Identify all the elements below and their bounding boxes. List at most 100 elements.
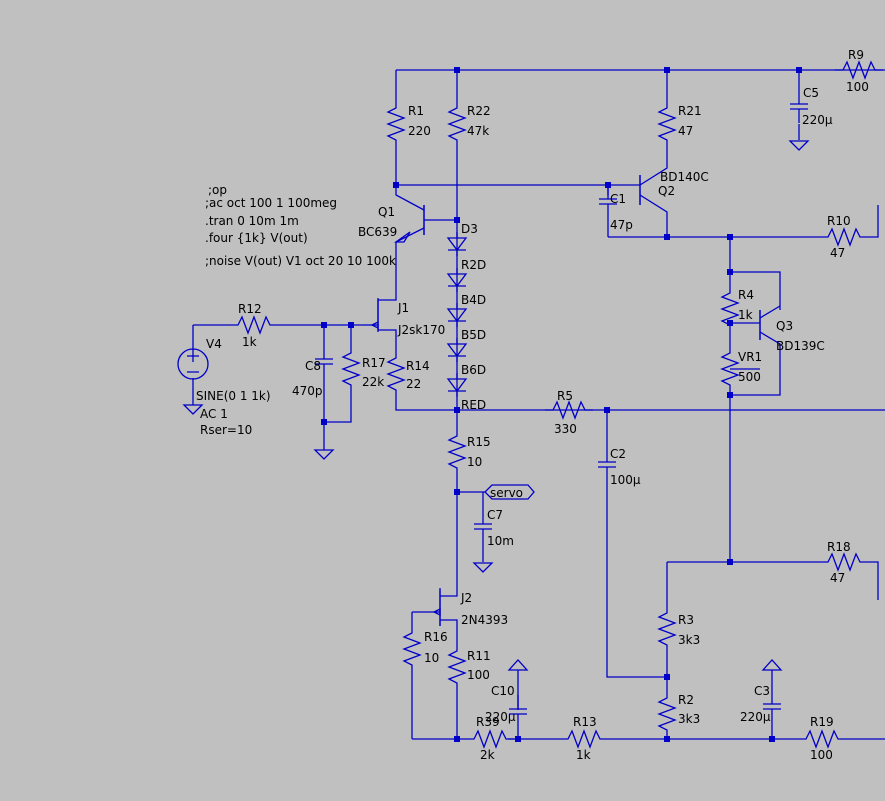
- directive-noise: ;noise V(out) V1 oct 20 10 100k: [205, 254, 396, 268]
- label-r17-value: 22k: [362, 375, 384, 389]
- wires: [192, 69, 885, 740]
- label-d-b5d: B5D: [461, 328, 486, 342]
- voltage-source-v4[interactable]: [177, 348, 209, 380]
- supply-symbols: [508, 659, 782, 671]
- label-v4-ac: AC 1: [200, 407, 228, 421]
- directive-op: ;op: [208, 183, 227, 197]
- label-c3-name: C3: [754, 684, 770, 698]
- resistor-r16[interactable]: [403, 624, 421, 674]
- resistor-r2[interactable]: [658, 689, 676, 739]
- directive-tran: .tran 0 10m 1m: [205, 214, 299, 228]
- label-c1-name: C1: [610, 192, 626, 206]
- label-r16-value: 10: [424, 651, 439, 665]
- label-c8-value: 470p: [292, 384, 323, 398]
- resistor-r19[interactable]: [797, 730, 847, 748]
- resistor-r39[interactable]: [465, 730, 515, 748]
- resistor-r14[interactable]: [387, 349, 405, 399]
- label-c2-name: C2: [610, 447, 626, 461]
- label-q3-model: BD139C: [776, 339, 825, 353]
- label-c1-value: 47p: [610, 218, 633, 232]
- label-v4-name: V4: [206, 337, 222, 351]
- resistor-r12[interactable]: [229, 316, 279, 334]
- label-r22-name: R22: [467, 104, 491, 118]
- directive-ac: ;ac oct 100 1 100meg: [205, 196, 337, 210]
- label-r15-value: 10: [467, 455, 482, 469]
- label-q2-name: Q2: [658, 184, 675, 198]
- resistor-r1[interactable]: [387, 99, 405, 149]
- label-j2-name: J2: [460, 591, 472, 605]
- label-r19-value: 100: [810, 748, 833, 762]
- label-r4-value: 1k: [738, 308, 753, 322]
- resistor-r17[interactable]: [342, 344, 360, 394]
- label-r13-value: 1k: [576, 748, 591, 762]
- label-r13-name: R13: [573, 715, 597, 729]
- label-vr1-value: 500: [738, 370, 761, 384]
- label-d3: D3: [461, 222, 478, 236]
- label-r15-name: R15: [467, 435, 491, 449]
- resistor-r21[interactable]: [658, 99, 676, 149]
- label-r4-name: R4: [738, 288, 754, 302]
- label-c7-value: 10m: [487, 534, 514, 548]
- resistor-r3[interactable]: [658, 604, 676, 654]
- directive-four: .four {1k} V(out): [205, 231, 308, 245]
- jfet-j2[interactable]: [432, 588, 441, 626]
- label-j1-model: J2sk170: [397, 323, 445, 337]
- label-c5-name: C5: [803, 86, 819, 100]
- label-c3-value: 220µ: [740, 710, 771, 724]
- label-vr1-name: VR1: [738, 350, 762, 364]
- label-d-r2d: R2D: [461, 258, 486, 272]
- label-r10-name: R10: [827, 214, 851, 228]
- label-r3-name: R3: [678, 613, 694, 627]
- resistor-r11[interactable]: [448, 642, 466, 692]
- net-label-servo[interactable]: [484, 484, 535, 500]
- label-j2-model: 2N4393: [461, 613, 508, 627]
- label-q3-name: Q3: [776, 319, 793, 333]
- label-r12-name: R12: [238, 302, 262, 316]
- label-r21-name: R21: [678, 104, 702, 118]
- label-r11-name: R11: [467, 649, 491, 663]
- resistor-r13[interactable]: [559, 730, 609, 748]
- label-r1-name: R1: [408, 104, 424, 118]
- label-c10-name: C10: [491, 684, 515, 698]
- label-r12-value: 1k: [242, 335, 257, 349]
- label-r2-name: R2: [678, 693, 694, 707]
- label-r14-name: R14: [406, 359, 430, 373]
- label-c10-value: 220µ: [485, 710, 516, 724]
- label-r18-name: R18: [827, 540, 851, 554]
- junction-dots: [321, 67, 802, 742]
- spice-directives: ;op ;ac oct 100 1 100meg .tran 0 10m 1m …: [205, 183, 396, 268]
- label-r21-value: 47: [678, 124, 693, 138]
- resistor-r22[interactable]: [448, 99, 466, 149]
- label-r39-name: R39: [476, 715, 500, 729]
- label-d-b4d: B4D: [461, 293, 486, 307]
- label-r5-name: R5: [557, 389, 573, 403]
- label-r16-name: R16: [424, 630, 448, 644]
- label-r18-value: 47: [830, 571, 845, 585]
- label-r11-value: 100: [467, 668, 490, 682]
- label-v4-value: SINE(0 1 1k): [196, 389, 271, 403]
- label-c7-name: C7: [487, 508, 503, 522]
- label-r19-name: R19: [810, 715, 834, 729]
- label-d-b6d: B6D: [461, 363, 486, 377]
- label-q2-model: BD140C: [660, 170, 709, 184]
- label-c5-value: 220µ: [802, 113, 833, 127]
- resistor-r15[interactable]: [448, 427, 466, 477]
- label-r3-value: 3k3: [678, 633, 700, 647]
- resistor-r10[interactable]: [819, 228, 869, 246]
- label-r9-value: 100: [846, 80, 869, 94]
- jfet-j1[interactable]: [370, 298, 379, 332]
- label-d-red: RED: [461, 398, 486, 412]
- component-labels: R1 220 R22 47k R21 47 R9 100 C5 220µ BD1…: [196, 48, 869, 762]
- label-q1-model: BC639: [358, 225, 397, 239]
- label-r5-value: 330: [554, 422, 577, 436]
- transistor-q1[interactable]: [393, 205, 425, 243]
- label-r9-name: R9: [848, 48, 864, 62]
- label-r2-value: 3k3: [678, 712, 700, 726]
- label-c8-name: C8: [305, 359, 321, 373]
- label-r14-value: 22: [406, 377, 421, 391]
- label-r17-name: R17: [362, 356, 386, 370]
- label-r22-value: 47k: [467, 124, 489, 138]
- label-r39-value: 2k: [480, 748, 495, 762]
- resistor-r18[interactable]: [819, 553, 869, 571]
